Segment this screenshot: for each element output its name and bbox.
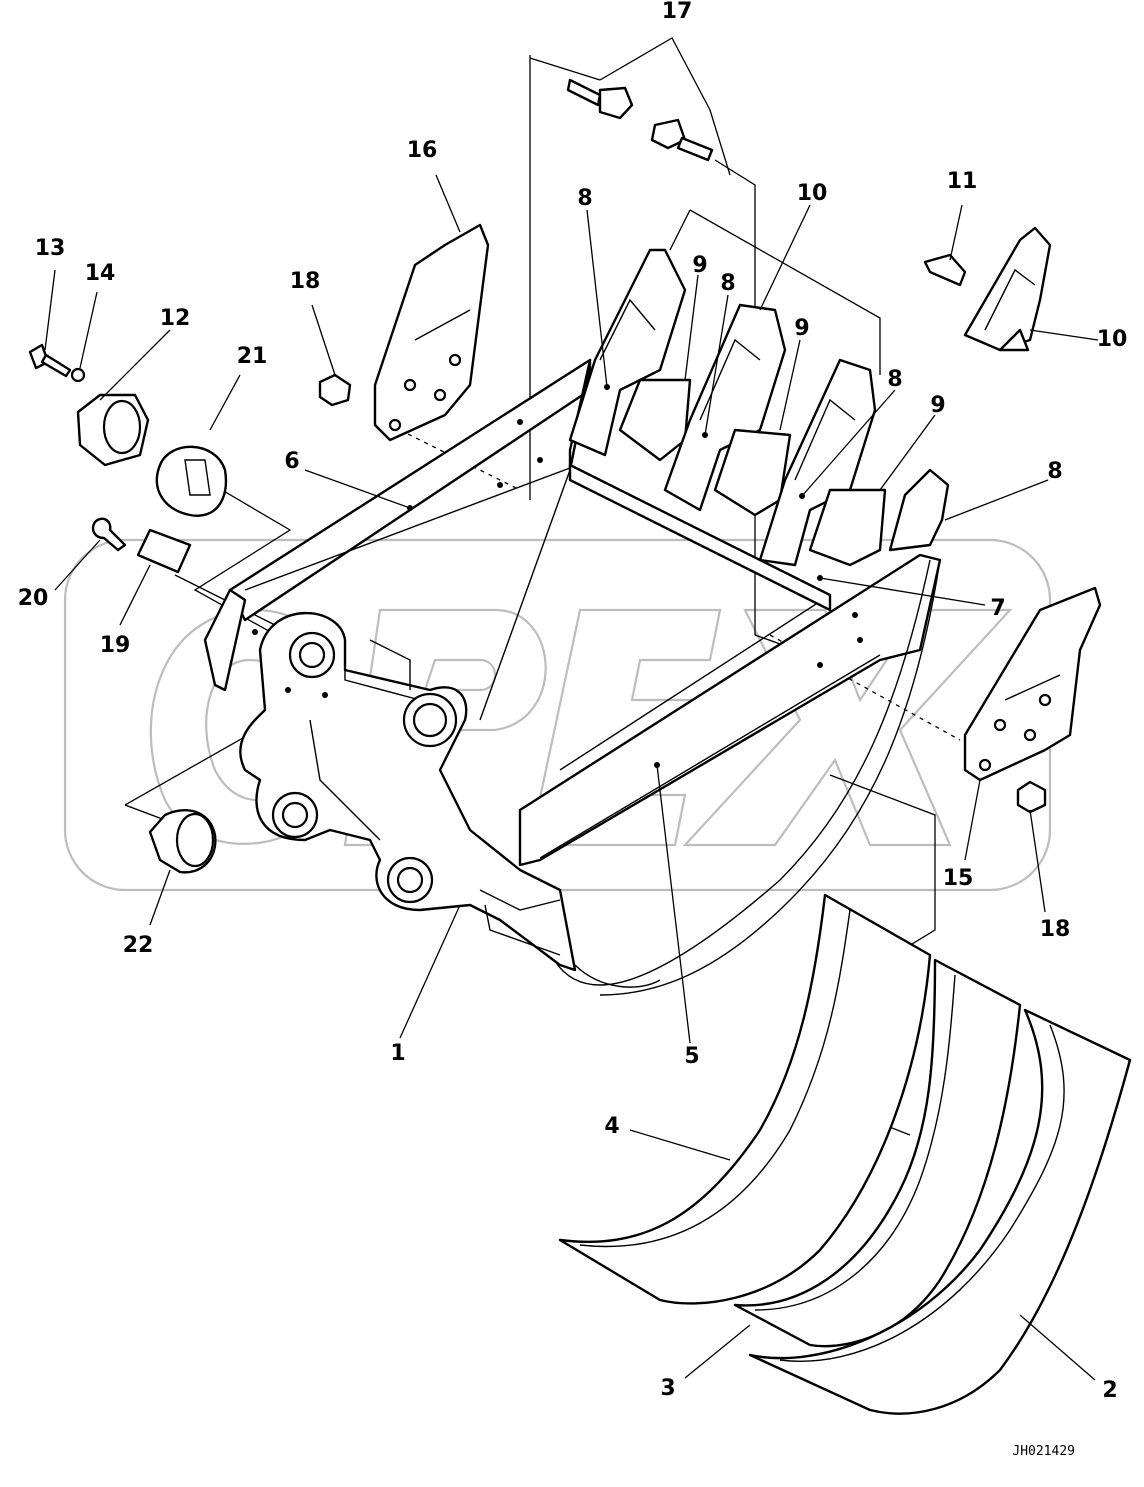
callout-18b: 18 [1040, 917, 1071, 942]
shim-21 [155, 445, 228, 517]
callout-9a: 9 [692, 253, 707, 278]
callout-10a: 10 [797, 181, 828, 206]
callout-12: 12 [160, 306, 191, 331]
callout-20: 20 [18, 586, 49, 611]
callout-17: 17 [662, 0, 693, 24]
tooth-2 [663, 303, 792, 517]
screw-20 [91, 517, 127, 552]
callout-8a: 8 [577, 186, 592, 211]
side-cutter-16 [373, 223, 490, 442]
callout-9b: 9 [794, 316, 809, 341]
drawing-reference: JH021429 [1012, 1444, 1075, 1459]
callout-4: 4 [604, 1114, 619, 1139]
bracket-assembly [239, 611, 577, 972]
callout-11: 11 [947, 169, 978, 194]
tooth-1 [568, 248, 692, 462]
callout-8c: 8 [887, 367, 902, 392]
callout-3: 3 [660, 1376, 675, 1401]
callout-5: 5 [684, 1044, 699, 1069]
callout-1: 1 [390, 1041, 405, 1066]
bucket-body [203, 358, 942, 996]
callout-21: 21 [237, 344, 268, 369]
callout-22: 22 [123, 933, 154, 958]
callout-6: 6 [284, 449, 299, 474]
callout-19: 19 [100, 633, 131, 658]
nut-18a [318, 373, 352, 407]
washer-14 [70, 367, 86, 383]
callout-9c: 9 [930, 393, 945, 418]
tooth-4 [888, 468, 950, 552]
nut-18b [1016, 780, 1047, 814]
callout-numbers: 1 2 3 4 5 6 7 8 8 8 8 9 9 9 10 10 11 12 … [18, 0, 1128, 1403]
callout-leaders [44, 174, 1099, 1381]
side-cutter-15 [963, 586, 1102, 782]
teeth-row [568, 248, 950, 567]
callout-14: 14 [85, 261, 116, 286]
callout-13: 13 [35, 236, 66, 261]
plate-19 [136, 528, 192, 574]
callout-2: 2 [1102, 1378, 1117, 1403]
callout-18a: 18 [290, 269, 321, 294]
spare-tooth [923, 226, 1052, 352]
bolts-17 [566, 37, 731, 176]
callout-15: 15 [943, 866, 974, 891]
callout-10b: 10 [1097, 327, 1128, 352]
wear-plates [558, 893, 1132, 1415]
callout-8b: 8 [720, 271, 735, 296]
tooth-3 [758, 358, 887, 567]
callout-7: 7 [990, 596, 1005, 621]
callout-16: 16 [407, 138, 438, 163]
callout-8d: 8 [1047, 459, 1062, 484]
